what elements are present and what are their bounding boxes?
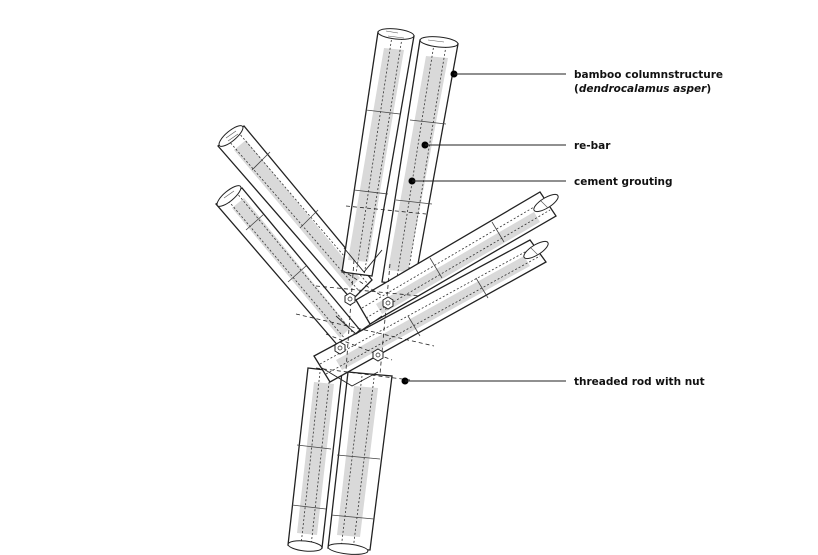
nut-1	[344, 292, 356, 306]
label-threaded-rod: threaded rod with nut	[574, 376, 705, 388]
left-arm-upper	[217, 125, 373, 301]
trunk-pole-right	[327, 371, 393, 555]
leader-cement	[408, 177, 566, 185]
leader-bamboo	[450, 70, 566, 78]
right-arm-upper	[355, 191, 559, 325]
upper-pole-right	[381, 36, 459, 287]
right-arm-lower	[313, 239, 549, 383]
label-bamboo-column: bamboo columnstructure	[574, 69, 723, 81]
left-arm-lower	[215, 185, 361, 349]
label-cement-grouting: cement grouting	[574, 176, 673, 188]
upper-pole-left	[341, 28, 415, 277]
leader-rod	[401, 377, 566, 385]
nut-2	[382, 296, 394, 310]
label-bamboo-species: (dendrocalamus asper)	[574, 83, 711, 95]
label-rebar: re-bar	[574, 140, 611, 152]
nut-3	[334, 341, 346, 355]
joint-frame	[321, 247, 383, 387]
nut-4	[372, 348, 384, 362]
nuts	[334, 292, 394, 362]
leader-rebar	[421, 141, 566, 149]
